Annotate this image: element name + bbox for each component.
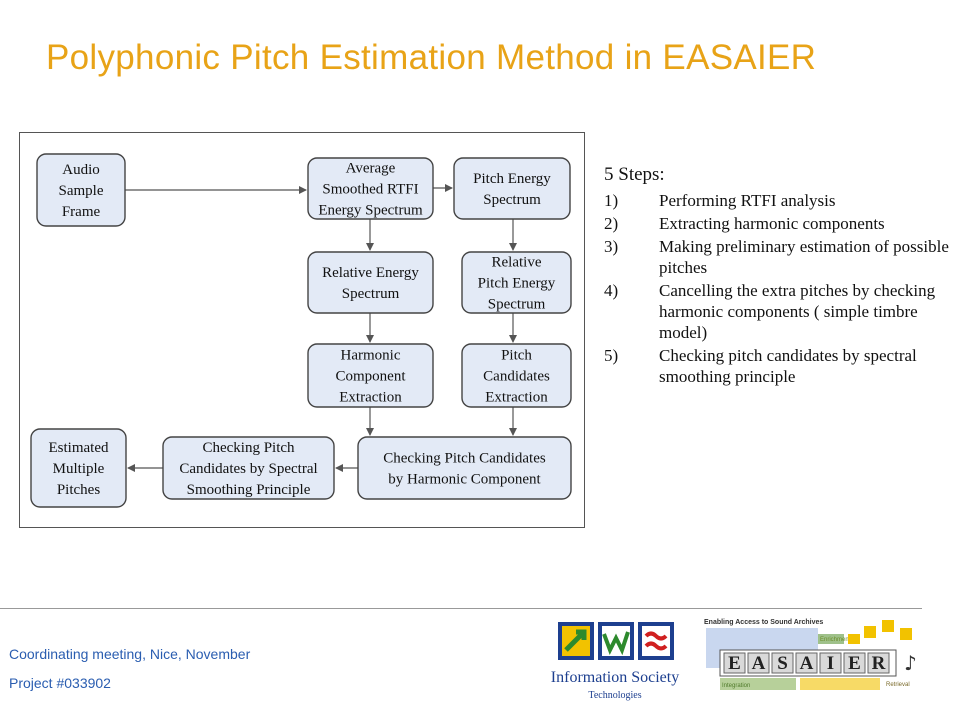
easaier-letter-tile [867,652,890,674]
flow-node-label: Sample [59,183,104,199]
easaier-retrieval-label: Retrieval [886,682,910,688]
footer-divider [0,608,922,609]
slide-title: Polyphonic Pitch Estimation Method in EA… [46,38,817,77]
flow-node-label: Energy Spectrum [318,203,423,219]
flow-node-label: Frame [62,204,101,220]
easaier-letter-tile [819,652,842,674]
easaier-letter: S [777,653,788,674]
easaier-letter: I [827,653,834,674]
easaier-tagline: Enabling Access to Sound Archives [704,619,823,626]
flow-node-label: Relative [492,255,542,271]
flow-node-box [461,343,572,408]
music-note-icon: ♪ [904,651,917,675]
flow-node-label: Estimated [49,440,109,456]
step-text: Making preliminary estimation of possibl… [659,237,949,277]
easaier-letter-tile [771,652,794,674]
step-item: 2) Extracting harmonic components [604,213,949,234]
steps-panel: 5 Steps: 1) Performing RTFI analysis 2) … [604,164,949,389]
easaier-letter: R [872,653,886,674]
flow-node-box [307,251,434,314]
easaier-letter-tile [747,652,770,674]
ist-logo: Information Society Technologies [540,616,690,708]
easaier-integration-label: Integration [722,683,750,689]
ist-logo-mark: Information Society Technologies [551,622,679,701]
flow-node-label: Smoothed RTFI [322,182,418,198]
flow-node-box [307,343,434,408]
flow-node-label: Pitch [501,348,532,364]
flow-node-label: Relative Energy [322,265,419,281]
flow-node-checkharm: Checking Pitch Candidates by Harmonic Com… [357,436,572,500]
flow-node-box [162,436,335,500]
step-text: Performing RTFI analysis [659,191,836,210]
step-text: Cancelling the extra pitches by checking… [659,281,936,342]
flow-node-label: Spectrum [342,286,400,302]
easaier-letter: A [752,653,766,674]
flow-node-label: Extraction [485,390,548,406]
flow-node-label: Audio [62,162,100,178]
step-number: 4) [604,281,619,300]
step-number: 1) [604,191,619,210]
easaier-logo: Enabling Access to Sound Archives Enrich… [700,614,922,710]
easaier-letter: E [728,653,741,674]
step-item: 4) Cancelling the extra pitches by check… [604,280,949,343]
flow-node-label: Candidates by Spectral [179,461,317,477]
flow-node-label: Extraction [339,390,402,406]
step-text: Checking pitch candidates by spectral sm… [659,346,917,386]
step-text: Extracting harmonic components [659,214,885,233]
flow-node-box [30,428,127,508]
flow-node-label: Pitch Energy [478,276,556,292]
step-number: 3) [604,237,619,256]
flow-node-label: Spectrum [483,192,541,208]
steps-heading: 5 Steps: [604,164,665,185]
flow-node-label: Pitches [57,482,100,498]
flow-node-label: Spectrum [488,297,546,313]
flow-node-label: Average [346,161,396,177]
easaier-letter-tile [795,652,818,674]
flow-node-label: Pitch Energy [473,171,551,187]
easaier-letter-tile [723,652,746,674]
flow-node-label: Component [336,369,407,385]
flow-node-label: by Harmonic Component [388,472,541,488]
footer-project-text: Project #033902 [9,675,111,691]
easaier-letter: E [848,653,861,674]
flow-node-label: Multiple [53,461,105,477]
easaier-logo-mark: Enabling Access to Sound Archives Enrich… [704,619,917,690]
ist-logo-subtext: Technologies [588,690,641,701]
flow-node-box [461,251,572,314]
easaier-enrichment-label: Enrichment [820,637,851,643]
step-number: 2) [604,214,619,233]
flow-node-label: Checking Pitch Candidates [383,451,546,467]
step-item: 3) Making preliminary estimation of poss… [604,236,949,278]
flow-node-label: Smoothing Principle [187,482,311,498]
step-item: 5) Checking pitch candidates by spectral… [604,345,949,387]
flow-node-label: Checking Pitch [202,440,295,456]
flow-node-box [307,157,434,220]
flow-node-label: Candidates [483,369,550,385]
step-item: 1) Performing RTFI analysis [604,190,949,211]
flow-node-box [36,153,126,227]
flow-node-label: Harmonic [341,348,401,364]
ist-logo-text: Information Society [551,669,679,686]
easaier-letter-tile [843,652,866,674]
flow-node-box [453,157,571,220]
flow-node-box [357,436,572,500]
step-number: 5) [604,346,619,365]
easaier-letter: A [800,653,814,674]
footer-meeting-text: Coordinating meeting, Nice, November [9,646,251,662]
